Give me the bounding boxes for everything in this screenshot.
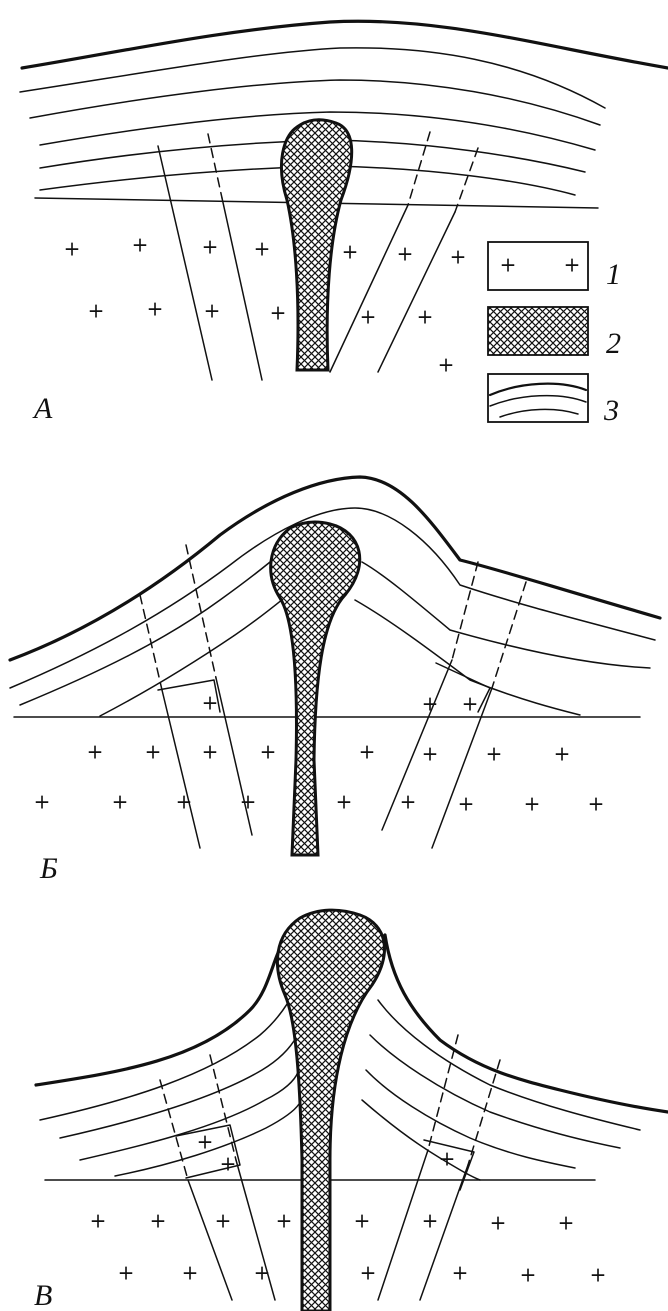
svg-text:+: + xyxy=(360,305,377,329)
svg-text:+: + xyxy=(450,245,467,269)
svg-text:+: + xyxy=(458,792,475,816)
svg-text:+: + xyxy=(197,1130,214,1154)
svg-text:+: + xyxy=(147,297,164,321)
panel-a: + + + + + + + + + + + + + + A xyxy=(20,21,668,425)
svg-text:+: + xyxy=(254,237,271,261)
svg-text:+: + xyxy=(150,1209,167,1233)
svg-text:+: + xyxy=(558,1211,575,1235)
svg-text:+: + xyxy=(354,1209,371,1233)
svg-text:+: + xyxy=(64,237,81,261)
svg-text:+: + xyxy=(564,253,581,277)
svg-text:+: + xyxy=(462,692,479,716)
legend-item-2: 2 xyxy=(488,307,621,360)
svg-text:+: + xyxy=(486,742,503,766)
surface-line xyxy=(22,21,668,68)
svg-text:+: + xyxy=(554,742,571,766)
svg-text:+: + xyxy=(400,790,417,814)
svg-text:+: + xyxy=(176,790,193,814)
svg-text:+: + xyxy=(145,740,162,764)
svg-text:+: + xyxy=(452,1261,469,1285)
svg-text:+: + xyxy=(270,301,287,325)
legend: + + 1 2 3 xyxy=(488,242,621,427)
svg-text:+: + xyxy=(500,253,517,277)
svg-text:+: + xyxy=(397,242,414,266)
svg-text:+: + xyxy=(254,1261,271,1285)
basement-plus-marks: + + + + + + + + + + + + + + + + + + xyxy=(90,1130,607,1287)
svg-text:+: + xyxy=(88,299,105,323)
svg-text:+: + xyxy=(90,1209,107,1233)
svg-text:+: + xyxy=(112,790,129,814)
legend-number-3: 3 xyxy=(603,394,619,427)
panel-label-c: В xyxy=(34,1279,52,1311)
panel-b: + + + + + + + + + + + + + + + + + + + + … xyxy=(10,477,660,885)
svg-text:+: + xyxy=(260,740,277,764)
svg-text:+: + xyxy=(220,1152,237,1176)
legend-item-1: + + 1 xyxy=(488,242,621,291)
basement-plus-marks: + + + + + + + + + + + + + + xyxy=(64,233,467,377)
svg-text:+: + xyxy=(240,790,257,814)
svg-text:+: + xyxy=(360,1261,377,1285)
svg-text:+: + xyxy=(202,235,219,259)
svg-text:+: + xyxy=(336,790,353,814)
svg-text:+: + xyxy=(215,1209,232,1233)
legend-number-2: 2 xyxy=(606,327,621,360)
svg-text:+: + xyxy=(422,1209,439,1233)
svg-text:+: + xyxy=(204,299,221,323)
svg-text:+: + xyxy=(590,1263,607,1287)
svg-text:+: + xyxy=(588,792,605,816)
svg-text:+: + xyxy=(520,1263,537,1287)
svg-text:+: + xyxy=(524,792,541,816)
svg-text:+: + xyxy=(439,1147,456,1171)
svg-text:+: + xyxy=(34,790,51,814)
legend-item-3: 3 xyxy=(488,374,619,427)
panel-label-b: Б xyxy=(39,852,58,885)
svg-text:+: + xyxy=(87,740,104,764)
panel-c: + + + + + + + + + + + + + + + + + + В xyxy=(34,910,668,1311)
svg-text:+: + xyxy=(359,740,376,764)
svg-text:+: + xyxy=(342,240,359,264)
svg-text:+: + xyxy=(132,233,149,257)
svg-text:+: + xyxy=(422,742,439,766)
svg-text:+: + xyxy=(276,1209,293,1233)
legend-number-1: 1 xyxy=(606,258,621,291)
svg-text:+: + xyxy=(422,692,439,716)
svg-text:+: + xyxy=(118,1261,135,1285)
svg-text:+: + xyxy=(438,353,455,377)
svg-text:+: + xyxy=(202,740,219,764)
panel-label-a: A xyxy=(32,392,53,425)
svg-text:+: + xyxy=(202,691,219,715)
svg-text:+: + xyxy=(182,1261,199,1285)
svg-text:+: + xyxy=(490,1211,507,1235)
basement-plus-marks: + + + + + + + + + + + + + + + + + + + + xyxy=(34,691,605,816)
svg-text:+: + xyxy=(417,305,434,329)
